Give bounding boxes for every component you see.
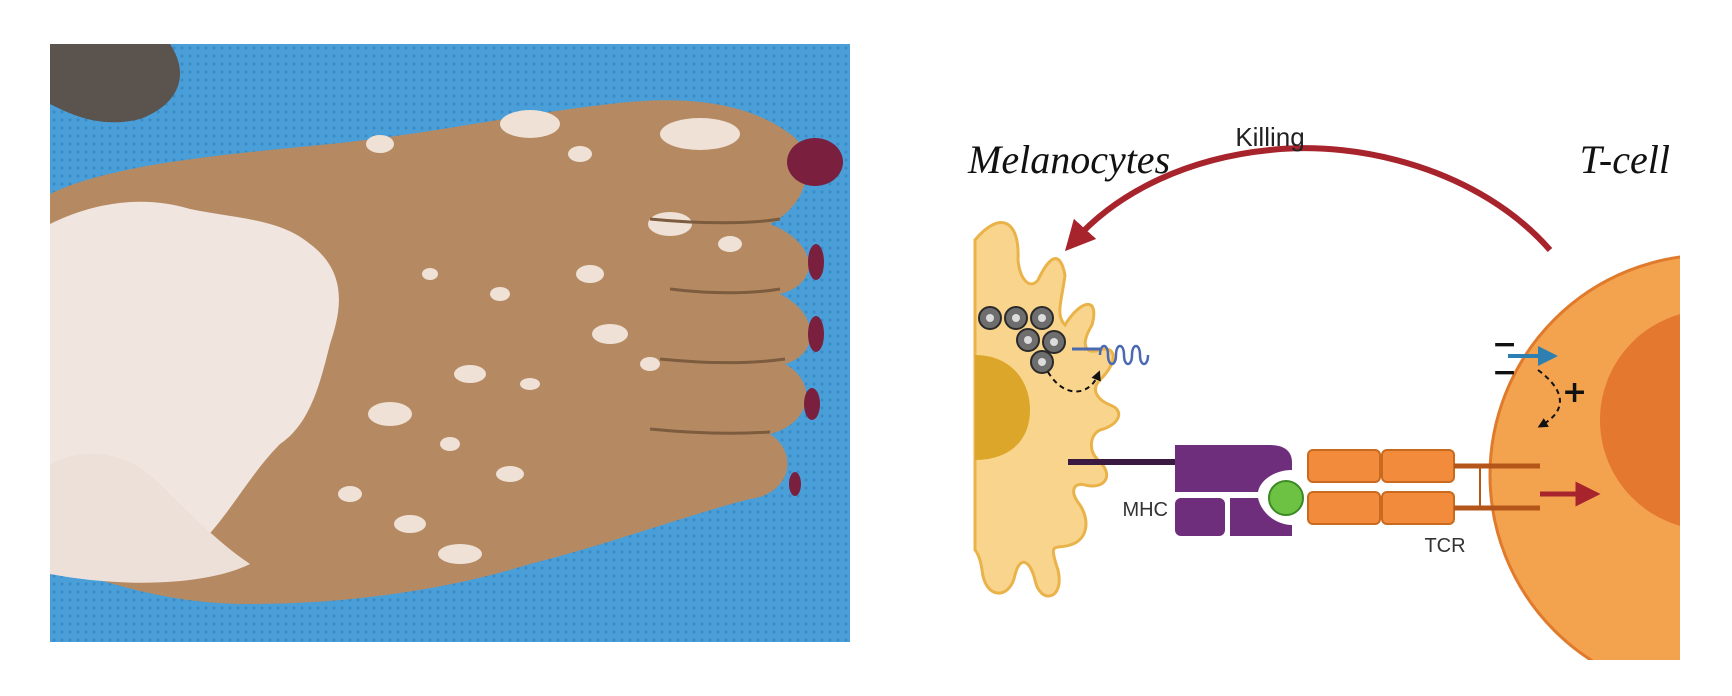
plus-sign: + <box>1562 375 1587 410</box>
mhc-beta-chain <box>1230 498 1292 536</box>
tcr-label: TCR <box>1424 535 1465 557</box>
toenails <box>787 138 843 496</box>
depigmented-spots <box>338 110 742 564</box>
melanocyte <box>973 221 1150 598</box>
tcr-complex <box>1307 449 1540 525</box>
melanocyte-nucleus <box>975 355 1030 460</box>
vitiligo-foot-photo <box>50 44 850 642</box>
tcell-melanocyte-diagram: Melanocytes T-cell Killing <box>940 100 1680 660</box>
peptide-antigen <box>1268 480 1304 516</box>
knee-shadow <box>50 44 180 123</box>
mhc-complex <box>1175 445 1304 536</box>
minus-sign-2: − <box>1492 355 1517 390</box>
depigmented-patch-lower <box>50 453 250 583</box>
receptor-coil <box>1098 344 1150 366</box>
mhc-beta2-domain <box>1175 498 1225 536</box>
tcell <box>1488 255 1680 660</box>
mhc-alpha-chain <box>1175 445 1292 492</box>
toe-creases <box>649 217 786 435</box>
diagram-canvas: Melanocytes T-cell Killing <box>967 122 1680 660</box>
mhc-label: MHC <box>1122 499 1168 521</box>
melanocytes-title: Melanocytes <box>967 137 1170 182</box>
foot-illustration <box>50 44 850 642</box>
tcell-title: T-cell <box>1580 137 1670 182</box>
killing-label: Killing <box>1235 122 1304 152</box>
signal-dashed-arrow <box>1537 369 1561 428</box>
killing-arrow <box>1064 145 1553 252</box>
tcell-nucleus <box>1600 314 1680 526</box>
melanosomes <box>978 306 1066 374</box>
